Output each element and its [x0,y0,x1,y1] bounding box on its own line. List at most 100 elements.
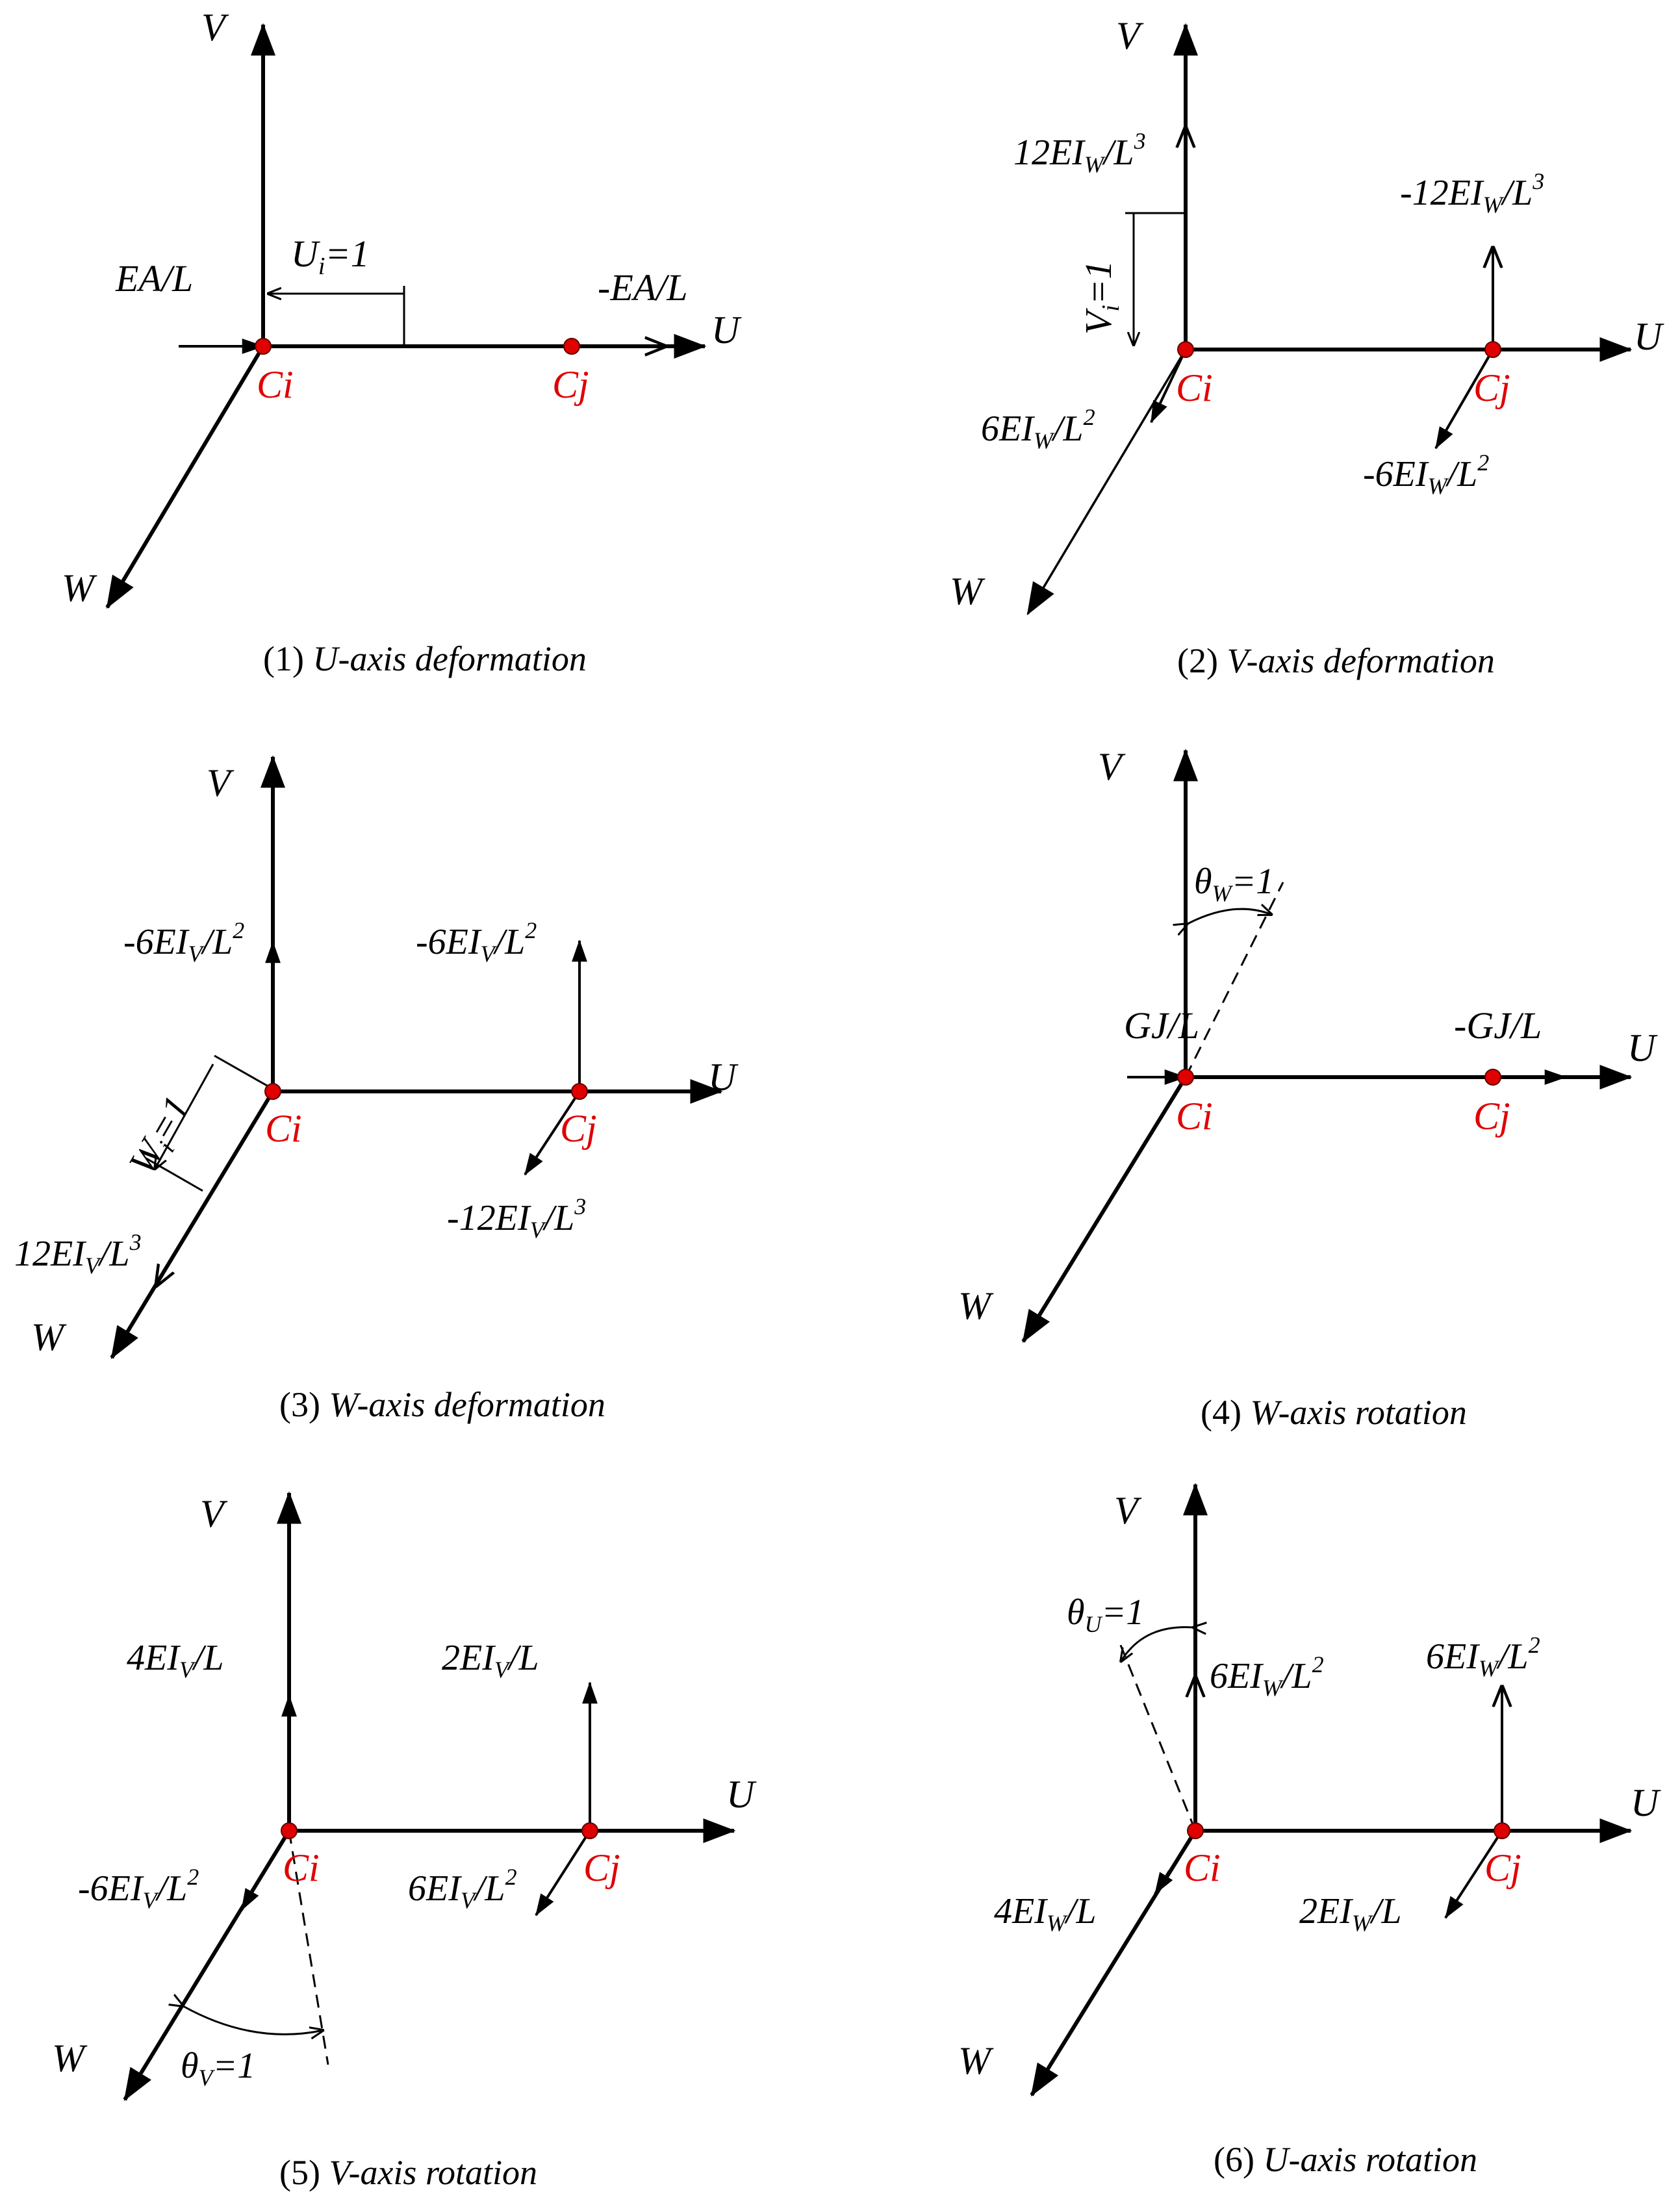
panel-5-caption: (5) V-axis rotation [279,2153,537,2192]
rotated-axis-dashed [1184,882,1284,1078]
u-axis-label: U [1627,1026,1658,1069]
ci-shear-label: 12EIW/L3 [1013,128,1146,177]
w-axis-arrow [1021,1076,1188,1343]
v-axis-label: V [1116,14,1144,57]
node-ci-label: Ci [1184,1846,1221,1889]
rotation-label: θU=1 [1067,1592,1144,1637]
u-axis-label: U [1634,315,1664,358]
node-cj-label: Cj [583,1846,620,1889]
node-cj [1494,1822,1510,1839]
node-cj [563,338,580,355]
ci-w-force-arrow [240,1887,259,1911]
rotation-arc [183,2006,324,2034]
cj-force-label: -GJ/L [1454,1004,1542,1047]
panel-4-w-axis-rotation: V U W Ci Cj GJ/L -GJ/L θW=1 (4) W-axis r… [958,745,1658,1432]
node-ci [255,338,272,355]
cj-shear-label: -12EIV/L3 [447,1193,586,1243]
u-axis-label: U [708,1056,739,1099]
node-ci [264,1083,281,1100]
panel-3-caption: (3) W-axis deformation [279,1385,605,1424]
w-axis-arrow [123,1829,291,2102]
node-ci-label: Ci [265,1107,302,1150]
node-ci [1177,1069,1194,1086]
node-ci [1187,1822,1204,1839]
node-cj-label: Cj [1473,366,1510,409]
panel-2-caption: (2) V-axis deformation [1177,641,1495,680]
node-ci-label: Ci [1176,1095,1213,1138]
panel-1-u-axis-deformation: V U W Ci Cj EA/L -EA/L Ui=1 (1) U-axis d… [62,6,742,678]
w-axis-label: W [958,1284,994,1327]
w-axis-label: W [950,570,986,613]
ci-moment-label: 6EIW/L2 [981,404,1095,453]
node-ci-label: Ci [283,1846,320,1889]
ci-moment-label: -6EIV/L2 [123,917,244,967]
w-axis-label: W [958,2039,994,2082]
rotation-label: θW=1 [1194,861,1274,906]
w-axis-arrow [1026,349,1187,616]
cj-force-label: -EA/L [598,266,688,309]
v-axis-label: V [200,1492,228,1535]
displacement-label: Ui=1 [291,233,370,280]
panel-4-caption: (4) W-axis rotation [1201,1393,1467,1432]
cj-moment-label: -6EIW/L2 [1363,450,1489,499]
node-ci [1177,341,1194,358]
ci-v-force-label: 6EIW/L2 [1210,1651,1324,1701]
node-cj-label: Cj [552,363,589,406]
node-cj-label: Cj [1473,1095,1510,1138]
panel-3-w-axis-deformation: V U W Ci Cj -6EIV/L2 -6EIV/L2 12EIV/L3 -… [14,755,739,1424]
node-cj-label: Cj [560,1107,597,1150]
cj-moment-label: -6EIV/L2 [416,917,537,967]
cj-shear-arrow [524,1090,581,1176]
v-axis-label: V [207,761,235,804]
ci-v-moment-label: 4EIV/L [127,1638,224,1683]
ci-moment-arrow [1150,349,1187,424]
ci-shear-arrow [156,1266,168,1286]
rotation-arc [1188,909,1272,924]
panel-2-v-axis-deformation: V U W Ci Cj 12EIW/L3 -12EIW/L3 6EIW/L2 -… [950,14,1664,680]
w-axis-label: W [62,567,97,609]
ci-w-force-label: -6EIV/L2 [78,1864,199,1913]
v-axis-label: V [1098,745,1126,788]
node-ci-label: Ci [1176,366,1213,409]
node-cj [1484,1069,1501,1086]
node-cj-label: Cj [1484,1846,1521,1889]
u-axis-label: U [711,309,742,351]
rotated-axis-dashed [1117,1640,1197,1831]
ci-w-moment-arrow [1154,1870,1173,1895]
ci-w-moment-label: 4EIW/L [994,1891,1097,1936]
panel-6-caption: (6) U-axis rotation [1214,2140,1477,2179]
cj-shear-label: -12EIW/L3 [1400,168,1544,218]
ci-force-label: EA/L [115,257,193,299]
cj-w-moment-arrow [1444,1829,1503,1919]
displacement-dimension [146,1054,272,1192]
v-axis-label: V [1114,1489,1142,1532]
displacement-label: Vi=1 [1077,261,1125,335]
node-ci-label: Ci [257,363,294,406]
w-axis-arrow [1030,1829,1197,2097]
cj-w-force-arrow [535,1829,591,1916]
w-axis-arrow [110,1090,275,1360]
u-axis-label: U [1631,1781,1661,1824]
panel-5-v-axis-rotation: V U W Ci Cj 4EIV/L 2EIV/L -6EIV/L2 6EIV/… [52,1491,757,2192]
rotation-label: θV=1 [181,2046,255,2091]
cj-v-force-label: 6EIW/L2 [1426,1632,1540,1681]
node-ci [281,1822,298,1839]
ci-force-label: GJ/L [1124,1004,1199,1047]
node-cj [1484,341,1501,358]
displacement-dimension [1125,212,1186,346]
cj-v-moment-label: 2EIV/L [442,1638,539,1683]
ci-shear-label: 12EIV/L3 [14,1229,142,1279]
node-cj [581,1822,598,1839]
v-axis-label: V [201,6,229,49]
panel-1-caption: (1) U-axis deformation [263,639,587,678]
panel-6-u-axis-rotation: V U W Ci Cj 6EIW/L2 6EIW/L2 4EIW/L 2EIW/… [958,1483,1661,2179]
rotation-arc [1121,1627,1193,1662]
displacement-dimension [268,286,405,346]
w-axis-arrow [105,345,265,609]
displacement-label: Wi=1 [120,1089,203,1184]
w-axis-label: W [31,1316,67,1358]
cj-moment-arrow [1434,348,1494,450]
w-axis-label: W [52,2037,88,2080]
